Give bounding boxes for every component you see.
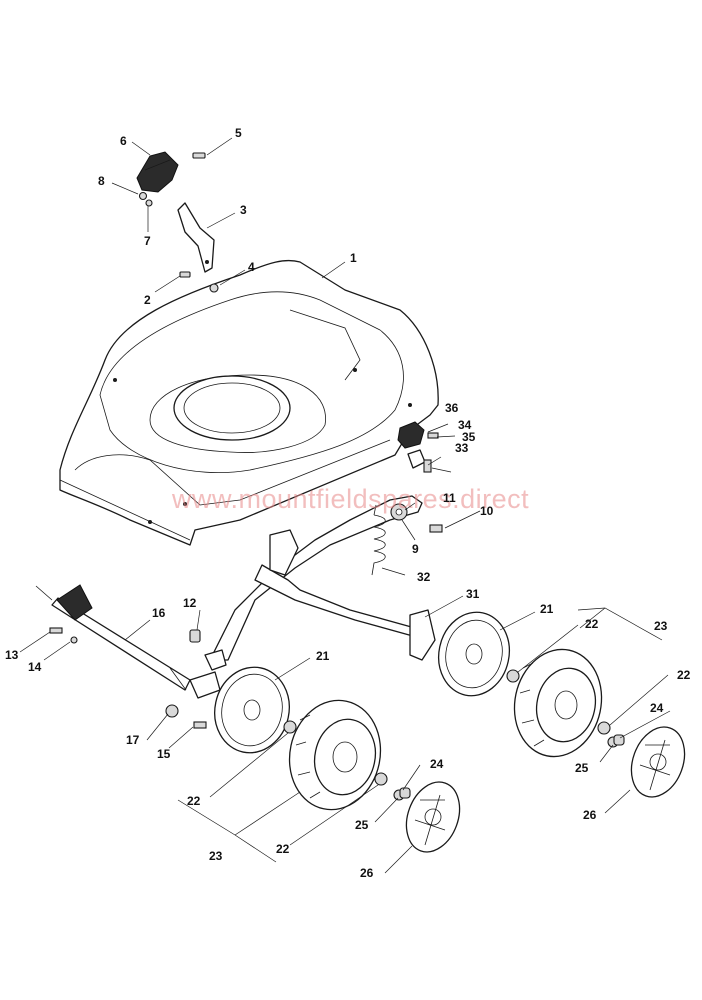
callout-31: 31 bbox=[466, 587, 480, 601]
callout-16: 16 bbox=[152, 606, 166, 620]
screw-35 bbox=[427, 432, 439, 439]
callout-9: 9 bbox=[412, 542, 419, 556]
callout-26-rear: 26 bbox=[583, 808, 597, 822]
callout-11: 11 bbox=[443, 491, 456, 505]
callout-35: 35 bbox=[462, 430, 476, 444]
bush-22b bbox=[374, 772, 388, 786]
bush-22d bbox=[597, 721, 611, 735]
callout-22-rear-inner: 22 bbox=[585, 617, 599, 631]
callout-8: 8 bbox=[98, 174, 105, 188]
watermark-text: www.mountfieldspares.direct bbox=[171, 484, 529, 514]
bush-22a bbox=[283, 720, 297, 734]
bolt-10 bbox=[429, 524, 443, 533]
spring bbox=[371, 504, 386, 576]
callout-5: 5 bbox=[235, 126, 242, 140]
callout-23-front: 23 bbox=[209, 849, 223, 863]
callout-7: 7 bbox=[144, 234, 151, 248]
leader-lines bbox=[19, 137, 671, 874]
front-axle bbox=[35, 584, 221, 729]
wheel-rear bbox=[506, 648, 611, 758]
lever-knob bbox=[136, 151, 179, 193]
nut-14 bbox=[70, 636, 78, 644]
hub-cap-rear bbox=[607, 726, 686, 798]
callout-15: 15 bbox=[157, 747, 171, 761]
callout-4: 4 bbox=[248, 260, 255, 274]
bush-22c bbox=[506, 669, 520, 683]
callout-labels: 1 2 3 4 5 6 7 8 9 10 11 12 13 14 15 16 1… bbox=[5, 126, 691, 880]
nut-7 bbox=[145, 199, 153, 207]
callout-2: 2 bbox=[144, 293, 151, 307]
callout-26-front: 26 bbox=[360, 866, 374, 880]
callout-23-rear: 23 bbox=[654, 619, 668, 633]
wheel-front bbox=[283, 699, 388, 811]
callout-14: 14 bbox=[28, 660, 42, 674]
hub-cap-front bbox=[393, 781, 461, 853]
callout-1: 1 bbox=[350, 251, 357, 265]
wheel-disc-front bbox=[214, 666, 290, 754]
callout-33: 33 bbox=[455, 441, 469, 455]
callout-24-front: 24 bbox=[430, 757, 444, 771]
small-fixings bbox=[138, 152, 219, 293]
callout-22-front-outer: 22 bbox=[276, 842, 290, 856]
callout-12: 12 bbox=[183, 596, 197, 610]
screw-5 bbox=[192, 152, 206, 159]
height-lever-bracket bbox=[177, 202, 215, 273]
callout-13: 13 bbox=[5, 648, 19, 662]
rear-axle-frame bbox=[204, 495, 443, 671]
wheel-disc-rear bbox=[438, 611, 510, 697]
mower-deck bbox=[59, 259, 439, 546]
screw-2 bbox=[179, 271, 191, 278]
rear-bracket bbox=[397, 421, 439, 473]
callout-21-rear: 21 bbox=[540, 602, 554, 616]
callout-25-rear: 25 bbox=[575, 761, 589, 775]
nut-17 bbox=[165, 704, 179, 718]
callout-36: 36 bbox=[445, 401, 459, 415]
bolt-33 bbox=[423, 459, 432, 473]
spacer-12 bbox=[189, 629, 201, 643]
callout-25-front: 25 bbox=[355, 818, 369, 832]
screw-13 bbox=[49, 627, 63, 634]
callout-10: 10 bbox=[480, 504, 494, 518]
screw-15 bbox=[193, 721, 207, 729]
callout-22-front-inner: 22 bbox=[187, 794, 201, 808]
callout-24-rear: 24 bbox=[650, 701, 664, 715]
cap-24a bbox=[399, 787, 411, 799]
nut-4 bbox=[209, 283, 219, 293]
callout-3: 3 bbox=[240, 203, 247, 217]
callout-32: 32 bbox=[417, 570, 431, 584]
callout-17: 17 bbox=[126, 733, 140, 747]
callout-6: 6 bbox=[120, 134, 127, 148]
callout-22-rear-outer: 22 bbox=[677, 668, 691, 682]
callout-34: 34 bbox=[458, 418, 472, 432]
callout-21-front: 21 bbox=[316, 649, 330, 663]
washer-8 bbox=[138, 191, 148, 201]
